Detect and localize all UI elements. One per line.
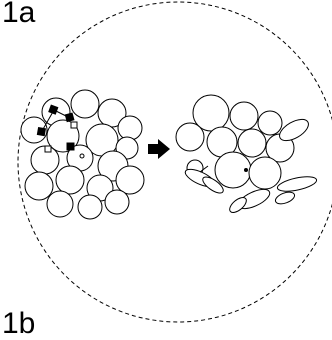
cell-elongated [279, 118, 309, 142]
marker-square [70, 121, 78, 129]
figure-label: 1a [2, 0, 36, 29]
cell [175, 122, 205, 152]
arrow-right-icon [148, 139, 170, 159]
cell [229, 101, 259, 131]
cell [115, 165, 145, 195]
cell-elongated [274, 191, 296, 205]
cell [20, 116, 48, 144]
disrupted-cell-cluster [175, 94, 318, 213]
cell [24, 171, 54, 201]
cell-elongated [202, 176, 224, 194]
cell [46, 190, 74, 218]
cell-fragment-line [199, 165, 209, 173]
cluster-nucleus [244, 168, 248, 172]
marker-square [44, 145, 52, 153]
boundary-dashed-circle [17, 1, 332, 323]
cell [77, 194, 103, 220]
marker-square [66, 142, 75, 151]
cell [248, 156, 282, 190]
cell [104, 189, 130, 215]
cluster-nucleus [79, 153, 85, 159]
marker-line [53, 109, 71, 119]
cell [257, 110, 283, 136]
cell [237, 128, 267, 158]
marker-line [41, 109, 55, 132]
marker-group [36, 104, 78, 153]
cell [192, 94, 230, 132]
cell [70, 89, 100, 119]
cell [55, 165, 85, 195]
marker-square [36, 126, 47, 137]
cell-elongated [229, 197, 247, 213]
cell [117, 115, 143, 141]
cell-elongated [276, 176, 318, 192]
diagram-canvas [17, 1, 332, 323]
